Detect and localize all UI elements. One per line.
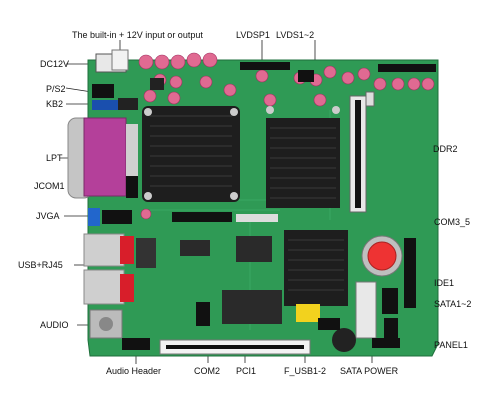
label-fusb: F_USB1-2 — [284, 366, 327, 376]
label-kb2: KB2 — [46, 99, 64, 109]
chip-r2 — [150, 78, 164, 90]
pci1-slot-groove — [166, 345, 304, 349]
io-chip — [180, 240, 210, 256]
cmos-battery — [367, 241, 397, 271]
gpio-header — [378, 64, 436, 72]
label-com3-5: COM3_5 — [434, 217, 471, 227]
rj45-upper-port — [120, 236, 134, 264]
ddr2-latch — [365, 91, 375, 107]
heatsink-bottom — [284, 230, 348, 306]
bridge-chip — [236, 236, 272, 262]
label-jcom1: JCOM1 — [34, 181, 65, 191]
lvds-connector — [298, 70, 314, 82]
label-top-power: The built-in + 12V input or output — [72, 30, 203, 40]
label-panel1: PANEL1 — [434, 340, 468, 350]
lan-chip — [136, 238, 156, 268]
sata-port-2 — [384, 318, 398, 338]
label-ddr2: DDR2 — [433, 144, 458, 154]
label-lvdsp1: LVDSP1 — [236, 30, 270, 40]
heatsink-right — [266, 106, 340, 208]
ps2-port — [92, 84, 114, 98]
com3-5-header — [172, 212, 232, 222]
label-dc12v: DC12V — [40, 59, 70, 69]
jvga-connector — [88, 208, 100, 226]
ide1-connector — [404, 238, 416, 308]
label-audio-header: Audio Header — [106, 366, 162, 376]
heatsink-left — [142, 106, 240, 202]
audio-header-pins — [122, 338, 150, 350]
jcom1-header — [126, 176, 138, 198]
sata-port-1 — [382, 288, 398, 314]
jvga-header — [102, 210, 132, 224]
label-audio: AUDIO — [40, 320, 69, 330]
sata-power-connector — [355, 281, 377, 339]
capacitors — [138, 52, 435, 220]
lpt-shield — [126, 124, 138, 190]
com-header-white — [236, 214, 278, 222]
kb2-connector — [118, 98, 138, 110]
usb-rj45-lower — [83, 269, 125, 305]
lpt-port — [83, 117, 127, 197]
label-ide1: IDE1 — [434, 278, 455, 288]
label-usb-rj45: USB+RJ45 — [18, 260, 63, 270]
label-sata-power: SATA POWER — [340, 366, 399, 376]
fusb-header — [318, 318, 340, 330]
panel1-header — [372, 338, 400, 348]
usb-rj45-upper — [83, 233, 125, 267]
super-io-chip — [222, 290, 282, 324]
lvdsp1-connector — [240, 62, 290, 70]
buzzer — [332, 328, 356, 352]
label-pci1: PCI1 — [236, 366, 257, 376]
label-jvga: JVGA — [36, 211, 60, 221]
jumper-block — [296, 304, 320, 322]
label-lpt: LPT — [46, 153, 63, 163]
audio-jack-hole — [99, 317, 113, 331]
rj45-lower-port — [120, 274, 134, 302]
label-com2: COM2 — [194, 366, 221, 376]
com2-header — [196, 302, 210, 326]
power-connector — [111, 49, 129, 71]
label-sata: SATA1~2 — [434, 299, 472, 309]
label-ps2: P/S2 — [46, 84, 66, 94]
ddr2-slot-groove — [355, 100, 361, 208]
label-lvds: LVDS1~2 — [276, 30, 315, 40]
kb2-header — [92, 100, 118, 110]
